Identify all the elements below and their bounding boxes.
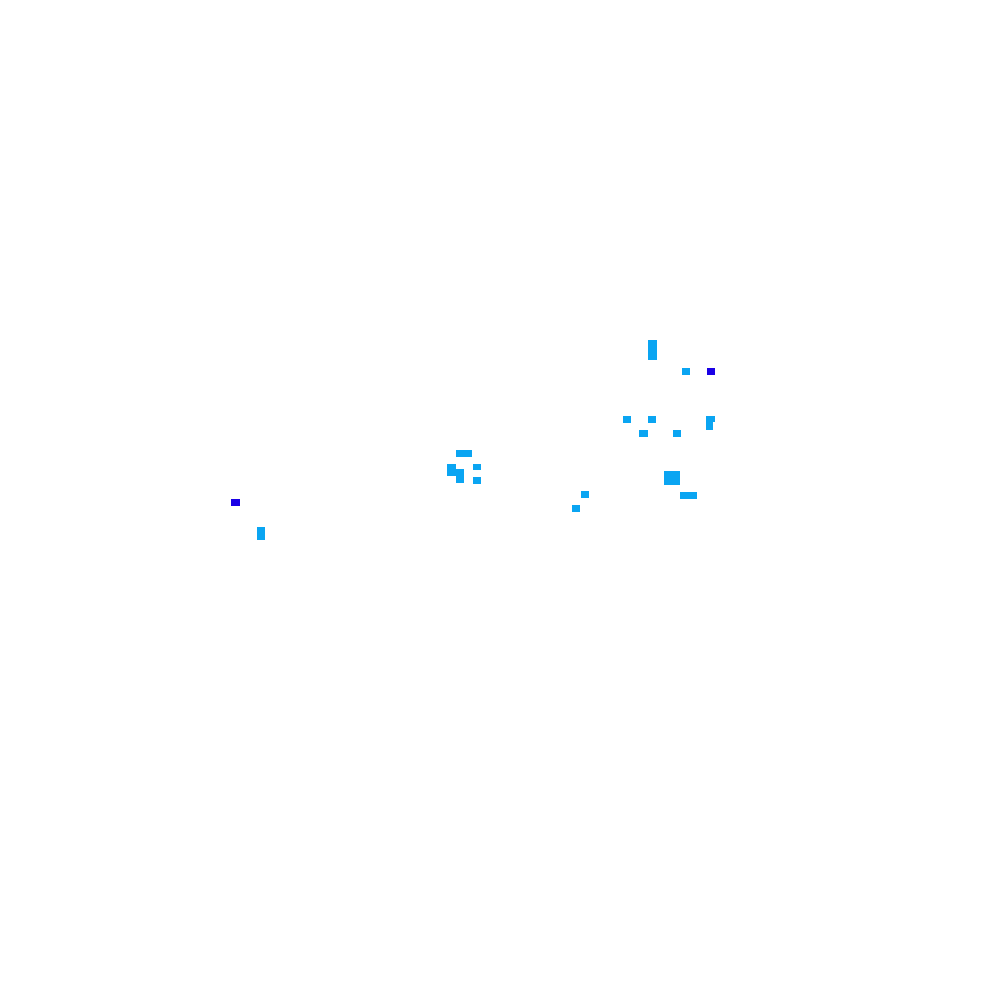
light-blue-cell (639, 430, 648, 437)
light-blue-cell (664, 471, 680, 485)
light-blue-cell (648, 416, 656, 423)
light-blue-cell (473, 464, 481, 470)
dark-blue-cell (231, 499, 240, 506)
light-blue-cell (447, 464, 456, 476)
light-blue-cell (257, 527, 265, 540)
light-blue-cell (682, 368, 690, 375)
light-blue-cell (680, 492, 697, 499)
light-blue-cell (456, 450, 472, 457)
light-blue-cell (456, 469, 464, 483)
light-blue-cell (648, 340, 657, 360)
light-blue-cell (706, 416, 715, 422)
light-blue-cell (572, 505, 580, 512)
light-blue-cell (706, 422, 713, 430)
light-blue-cell (673, 430, 681, 437)
dark-blue-cell (707, 368, 715, 375)
light-blue-cell (581, 491, 589, 498)
light-blue-cell (473, 477, 481, 484)
light-blue-cell (623, 416, 631, 423)
